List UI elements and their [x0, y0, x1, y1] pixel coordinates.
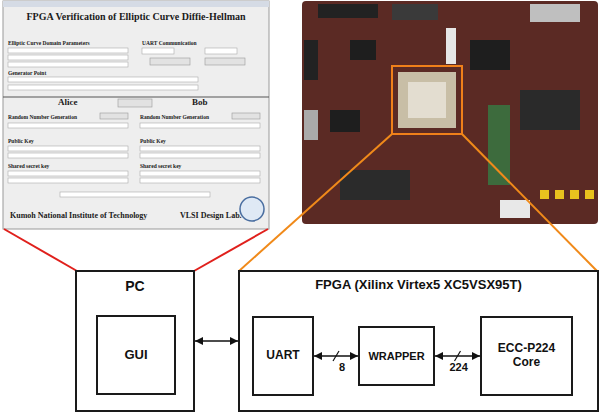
gui-section-label: Public Key — [8, 138, 34, 144]
gui-section-label: Shared secret key — [8, 163, 49, 169]
memory-module — [488, 105, 510, 185]
button — [100, 113, 128, 119]
box-label: FPGA (Xilinx Virtex5 XC5VSX95T) — [240, 278, 597, 293]
input-field — [8, 153, 128, 158]
wrapper-box: WRAPPER — [358, 326, 435, 386]
fpga-die — [408, 82, 446, 118]
chip — [470, 40, 510, 70]
bus-width-label: 224 — [450, 361, 468, 373]
connector — [304, 40, 318, 80]
input-field — [60, 192, 210, 197]
title-bar — [3, 1, 269, 7]
push-button — [570, 190, 579, 199]
input-field — [8, 62, 128, 67]
gui-box: GUI — [96, 315, 176, 395]
fpga-box: FPGA (Xilinx Virtex5 XC5VSX95T) UART WRAPP… — [238, 270, 599, 412]
bus-width-label: 8 — [339, 361, 345, 373]
box-label: PC — [77, 278, 193, 294]
window-frame — [3, 1, 269, 229]
input-field — [140, 123, 260, 128]
button — [232, 113, 260, 119]
chip — [350, 40, 376, 60]
input-field — [8, 178, 128, 183]
ecc-core-box: ECC-P224 Core — [480, 316, 573, 396]
chip — [520, 90, 580, 130]
input-field — [140, 153, 260, 158]
gui-section-label: Generator Point — [8, 70, 46, 76]
fpga-board-photo — [302, 1, 598, 224]
input-field — [140, 146, 260, 151]
pc-box: PC GUI — [75, 270, 195, 412]
zoom-line — [4, 229, 77, 271]
lab-name: VLSI Design Lab. — [180, 212, 242, 221]
zoom-line — [194, 229, 268, 271]
zoom-line — [239, 134, 392, 271]
party-name: Alice — [58, 98, 78, 108]
input-field — [8, 146, 128, 151]
led-column — [446, 28, 456, 64]
divider-line — [3, 97, 269, 98]
connector — [392, 4, 438, 20]
dropdown — [142, 48, 174, 54]
highlight-box — [392, 66, 462, 134]
gui-screenshot — [3, 1, 269, 229]
input-field — [8, 85, 198, 90]
connector — [530, 4, 580, 22]
input-field — [8, 77, 198, 82]
box-label: GUI — [124, 348, 147, 363]
button — [205, 58, 245, 65]
fpga-chip — [398, 72, 456, 128]
gui-section-label: Random Number Generation — [140, 114, 209, 120]
party-name: Bob — [192, 98, 208, 108]
box-label: ECC-P224 Core — [496, 342, 557, 370]
input-field — [8, 48, 128, 53]
institute-name: Kumoh National Institute of Technology — [10, 212, 147, 221]
input-field — [8, 171, 128, 176]
input-field — [140, 178, 260, 183]
chip — [330, 110, 360, 132]
connector — [318, 4, 378, 18]
gui-section-label: Elliptic Curve Domain Parameters — [8, 40, 90, 46]
gui-title: FPGA Verification of Elliptic Curve Diff… — [3, 11, 269, 22]
bus-connector — [195, 340, 238, 342]
connector — [304, 110, 318, 140]
push-button — [585, 190, 594, 199]
input-field — [140, 171, 260, 176]
input-field — [8, 55, 128, 60]
button — [118, 99, 152, 107]
gui-section-label: Public Key — [140, 138, 166, 144]
university-logo — [240, 197, 264, 221]
switch — [500, 200, 530, 218]
push-button — [555, 190, 564, 199]
button — [150, 58, 190, 65]
chip — [340, 170, 410, 200]
gui-section-label: UART Communication — [142, 40, 197, 46]
push-button — [540, 190, 549, 199]
dropdown — [205, 48, 237, 54]
input-field — [8, 123, 128, 128]
uart-box: UART — [252, 316, 314, 396]
gui-section-label: Shared secret key — [140, 163, 181, 169]
gui-section-label: Random Number Generation — [8, 114, 77, 120]
box-label: WRAPPER — [368, 350, 424, 363]
box-label: UART — [266, 349, 299, 363]
zoom-line — [462, 134, 597, 271]
board-pcb — [302, 1, 598, 224]
